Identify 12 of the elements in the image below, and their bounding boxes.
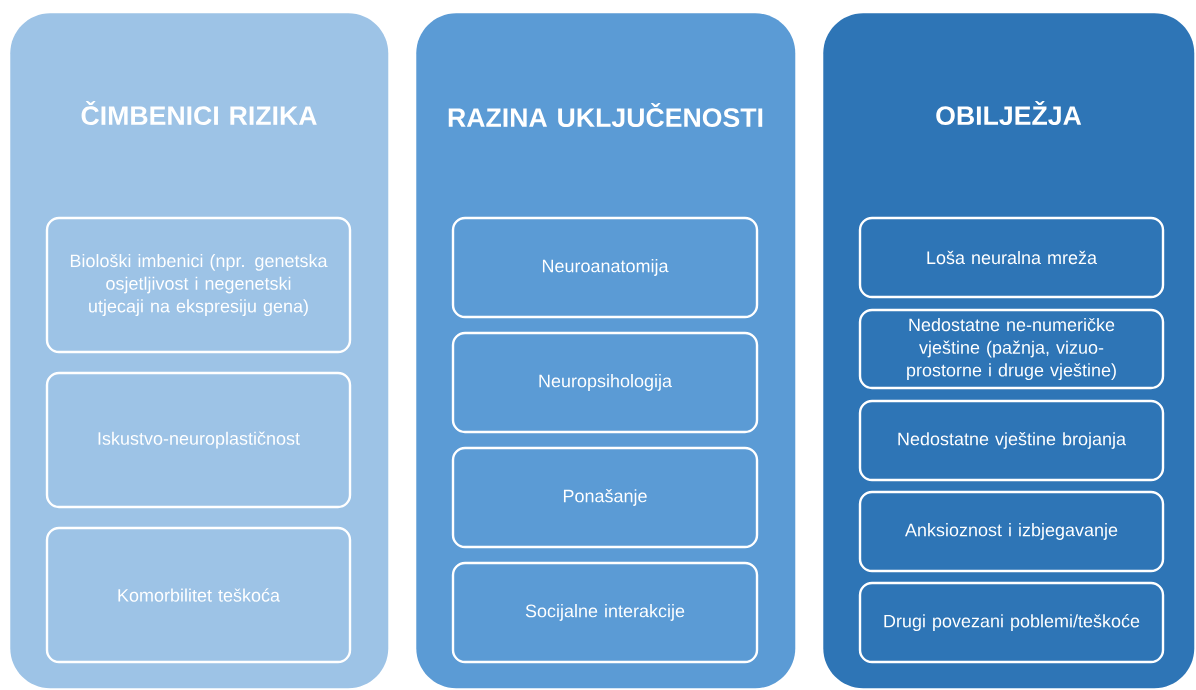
item-box: Biološki imbenici (npr. genetska osjetljivost i negenetski utjecaji na ekspresiju gena)	[45, 216, 352, 354]
item-box: Loša neuralna mreža	[858, 216, 1165, 299]
item-box: Iskustvo-neuroplastičnost	[45, 371, 352, 509]
item-box: Anksioznost i izbjegavanje	[858, 490, 1165, 573]
item-box: Drugi povezani poblemi/teškoće	[858, 581, 1165, 664]
item-box: Neuroanatomija	[451, 216, 759, 319]
item-box: Ponašanje	[451, 446, 759, 549]
item-box: Komorbilitet teškoća	[45, 526, 352, 664]
item-box: Socijalne interakcije	[451, 561, 759, 664]
item-box: Nedostatne ne-numeričke vještine (pažnja, vizuo-prostorne i druge vještine)	[858, 308, 1165, 390]
item-box: Neuropsihologija	[451, 331, 759, 434]
item-box: Nedostatne vještine brojanja	[858, 399, 1165, 482]
